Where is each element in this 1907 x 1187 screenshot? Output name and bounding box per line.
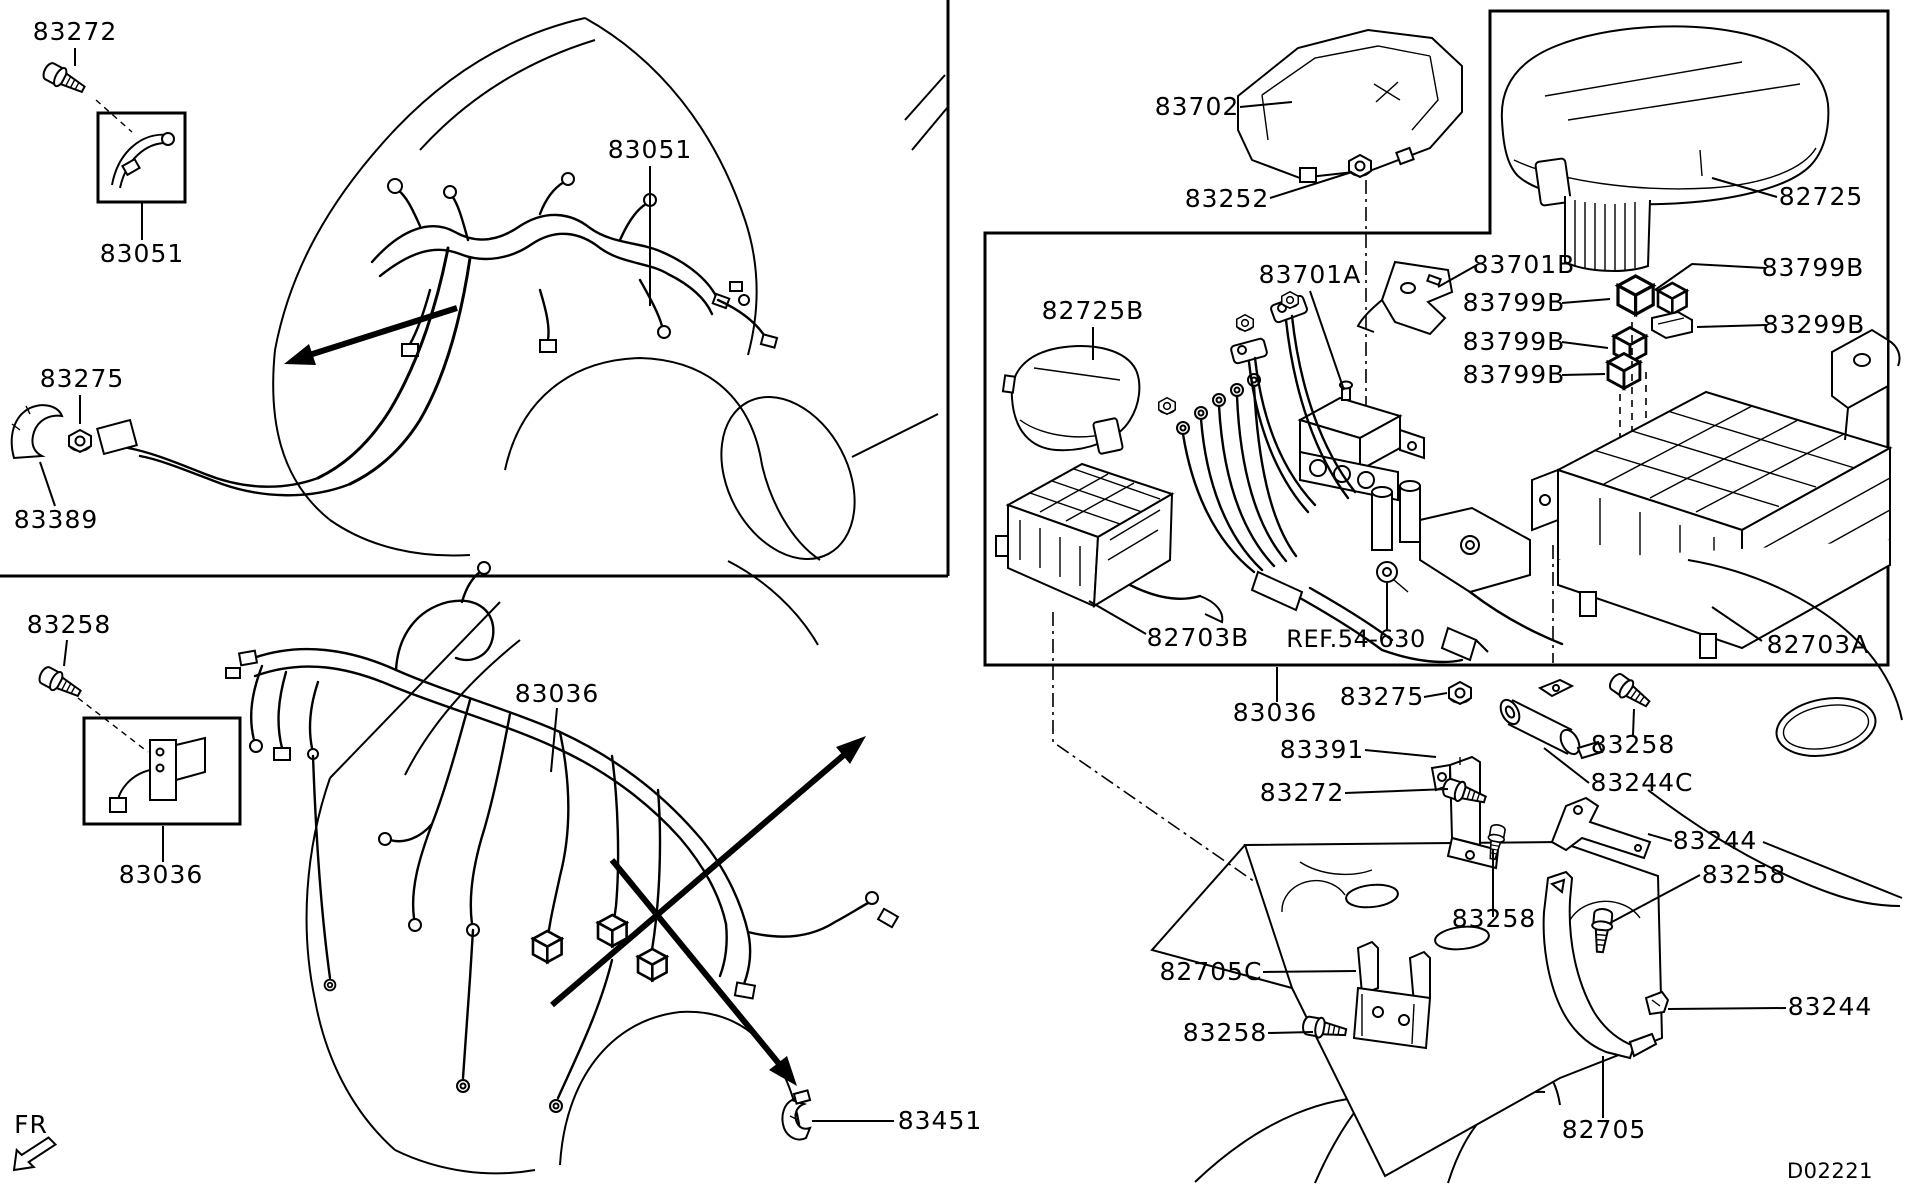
bolt-83258-bottom-left (35, 663, 85, 704)
bolt-83258-right-top (1605, 669, 1655, 713)
bolt-83272 (39, 59, 89, 100)
part-label-83258-bottom-left: 83258 (27, 610, 112, 639)
nut-83252 (1348, 154, 1372, 178)
cover-82725 (1500, 25, 1830, 272)
part-label-83299b: 83299B (1763, 310, 1866, 339)
detail-box-83036 (82, 716, 242, 826)
fr-direction-arrow (12, 1136, 58, 1172)
part-label-83244c: 83244C (1591, 768, 1694, 797)
pointer-arrow-long (550, 736, 866, 1008)
part-label-83258-r4: 83258 (1183, 1018, 1268, 1047)
part-label-82703b: 82703B (1147, 623, 1250, 652)
nut-83275-left (68, 429, 92, 453)
bracket-83244c (1499, 678, 1604, 760)
clip-83389 (10, 404, 64, 460)
clip-83244-2 (1644, 990, 1670, 1016)
pointer-arrow-to-83451 (609, 858, 797, 1086)
part-label-83258-r3: 83258 (1452, 904, 1537, 933)
leader-dashed-83258 (77, 697, 149, 753)
part-label-83799b-4: 83799B (1463, 360, 1566, 389)
bracket-83391 (1430, 755, 1500, 870)
bracket-83244-strip (1550, 796, 1652, 860)
part-label-83451: 83451 (898, 1106, 983, 1135)
part-label-83391: 83391 (1280, 735, 1365, 764)
part-label-82725: 82725 (1779, 182, 1864, 211)
car-outline-front-bottom-left (305, 560, 819, 1175)
part-label-83799b-2: 83799B (1463, 288, 1566, 317)
bracket-82705c (1352, 940, 1432, 1050)
part-label-83252: 83252 (1185, 184, 1270, 213)
nut-small-1 (1236, 314, 1254, 332)
part-label-83272: 83272 (33, 17, 118, 46)
bracket-82705-strap (1542, 870, 1658, 1060)
part-label-83272-right: 83272 (1260, 778, 1345, 807)
part-label-83702: 83702 (1155, 92, 1240, 121)
cover-82725b (1001, 345, 1141, 455)
detail-box-83051 (96, 111, 187, 204)
nut-small-2 (1281, 291, 1299, 309)
part-label-82705c: 82705C (1160, 957, 1263, 986)
part-label-83701a: 83701A (1259, 260, 1362, 289)
part-label-83036-harness: 83036 (515, 679, 600, 708)
part-label-83701b: 83701B (1473, 250, 1576, 279)
car-outline-front-top-left (272, 17, 948, 561)
part-label-83244-2: 83244 (1788, 992, 1873, 1021)
clip-83451 (781, 1089, 812, 1141)
centerline-82703b (1052, 612, 1357, 953)
fuse-box-82703b (995, 462, 1224, 624)
terminal-block-83701a (1297, 380, 1425, 502)
battery-cables (1176, 294, 1564, 664)
part-label-83258-r2: 83258 (1702, 860, 1787, 889)
part-label-83051-box: 83051 (100, 239, 185, 268)
part-label-83244-1: 83244 (1673, 826, 1758, 855)
part-label-83258-r1: 83258 (1591, 730, 1676, 759)
part-label-83275-left: 83275 (40, 364, 125, 393)
part-number-labels: 83272 83051 83275 83389 83051 83258 8303… (14, 17, 1873, 1183)
nut-83275-right (1448, 681, 1472, 705)
part-label-83389: 83389 (14, 505, 99, 534)
part-label-83799b-3: 83799B (1463, 327, 1566, 356)
part-label-82703a: 82703A (1767, 630, 1870, 659)
part-label-83275-right: 83275 (1340, 682, 1425, 711)
drawing-number: D02221 (1787, 1159, 1873, 1183)
part-label-82705: 82705 (1562, 1115, 1647, 1144)
pointer-arrow-left (284, 305, 458, 365)
wiring-harness-83036 (225, 561, 900, 1113)
fr-label: FR (14, 1110, 48, 1139)
part-label-83036-right: 83036 (1233, 698, 1318, 727)
cover-83702 (1237, 28, 1463, 183)
bracket-83701b (1356, 260, 1454, 336)
part-label-83799b-1: 83799B (1762, 253, 1865, 282)
leader-lines (39, 48, 1787, 1122)
nut-small-3 (1158, 397, 1176, 415)
part-label-82725b: 82725B (1042, 296, 1145, 325)
fuse-box-82703a (1531, 328, 1901, 659)
reference-label: REF.54-630 (1286, 625, 1425, 653)
wiring-harness-83051 (95, 172, 779, 497)
part-label-83036-box: 83036 (119, 860, 204, 889)
part-label-83051-harness: 83051 (608, 135, 693, 164)
